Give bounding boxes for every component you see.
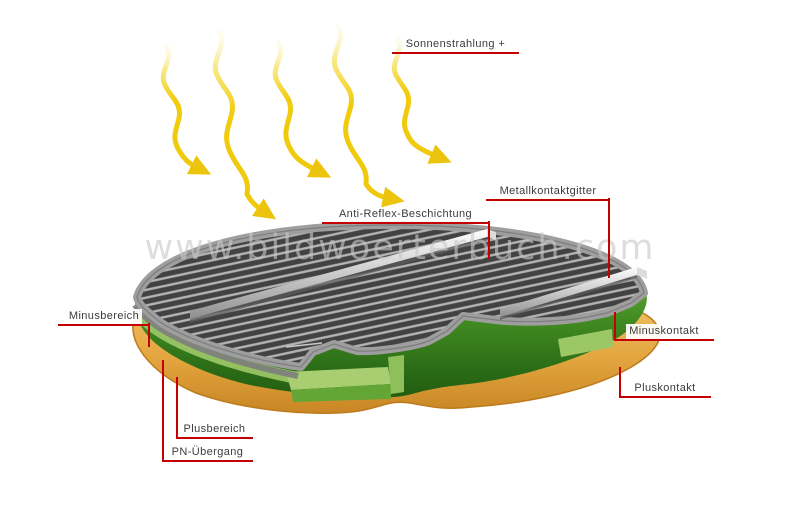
label-plusbereich[interactable]: Plusbereich <box>176 419 253 439</box>
leader-line-plusbereich <box>176 377 178 438</box>
terrace-step-face <box>388 355 404 394</box>
label-metallkontaktgitter[interactable]: Metallkontaktgitter <box>486 181 610 201</box>
leader-line-metallkontaktgitter <box>608 198 610 278</box>
label-sonnenstrahlung[interactable]: Sonnenstrahlung + <box>392 34 519 54</box>
terrace-front <box>291 384 391 402</box>
leader-line-pluskontakt <box>619 367 621 397</box>
terrace-top <box>286 367 391 390</box>
leader-line-minusbereich <box>148 323 150 347</box>
leader-line-pn-uebergang <box>162 360 164 461</box>
label-minuskontakt[interactable]: Minuskontakt <box>614 321 714 341</box>
label-pluskontakt[interactable]: Pluskontakt <box>619 378 711 398</box>
leader-line-anti-reflex <box>488 221 490 259</box>
watermark-text: www.bildwoerterbuch.com <box>145 228 656 268</box>
sun-ray-arrow-3 <box>272 39 332 178</box>
sun-ray-arrow-2 <box>212 29 277 220</box>
sun-ray-arrow-1 <box>160 43 212 175</box>
surface-scratch <box>285 342 323 348</box>
terrace-right <box>558 329 613 357</box>
label-pn-uebergang[interactable]: PN-Übergang <box>162 442 253 462</box>
leader-line-minuskontakt <box>614 312 616 340</box>
sun-ray-arrow-5 <box>391 35 452 164</box>
label-minusbereich[interactable]: Minusbereich <box>58 306 150 326</box>
wafer-outline <box>136 224 645 368</box>
busbar-right <box>500 267 647 320</box>
sun-ray-arrow-4 <box>331 23 405 208</box>
busbar-left <box>190 229 496 323</box>
label-anti-reflex-beschichtung[interactable]: Anti-Reflex-Beschichtung <box>322 204 489 224</box>
